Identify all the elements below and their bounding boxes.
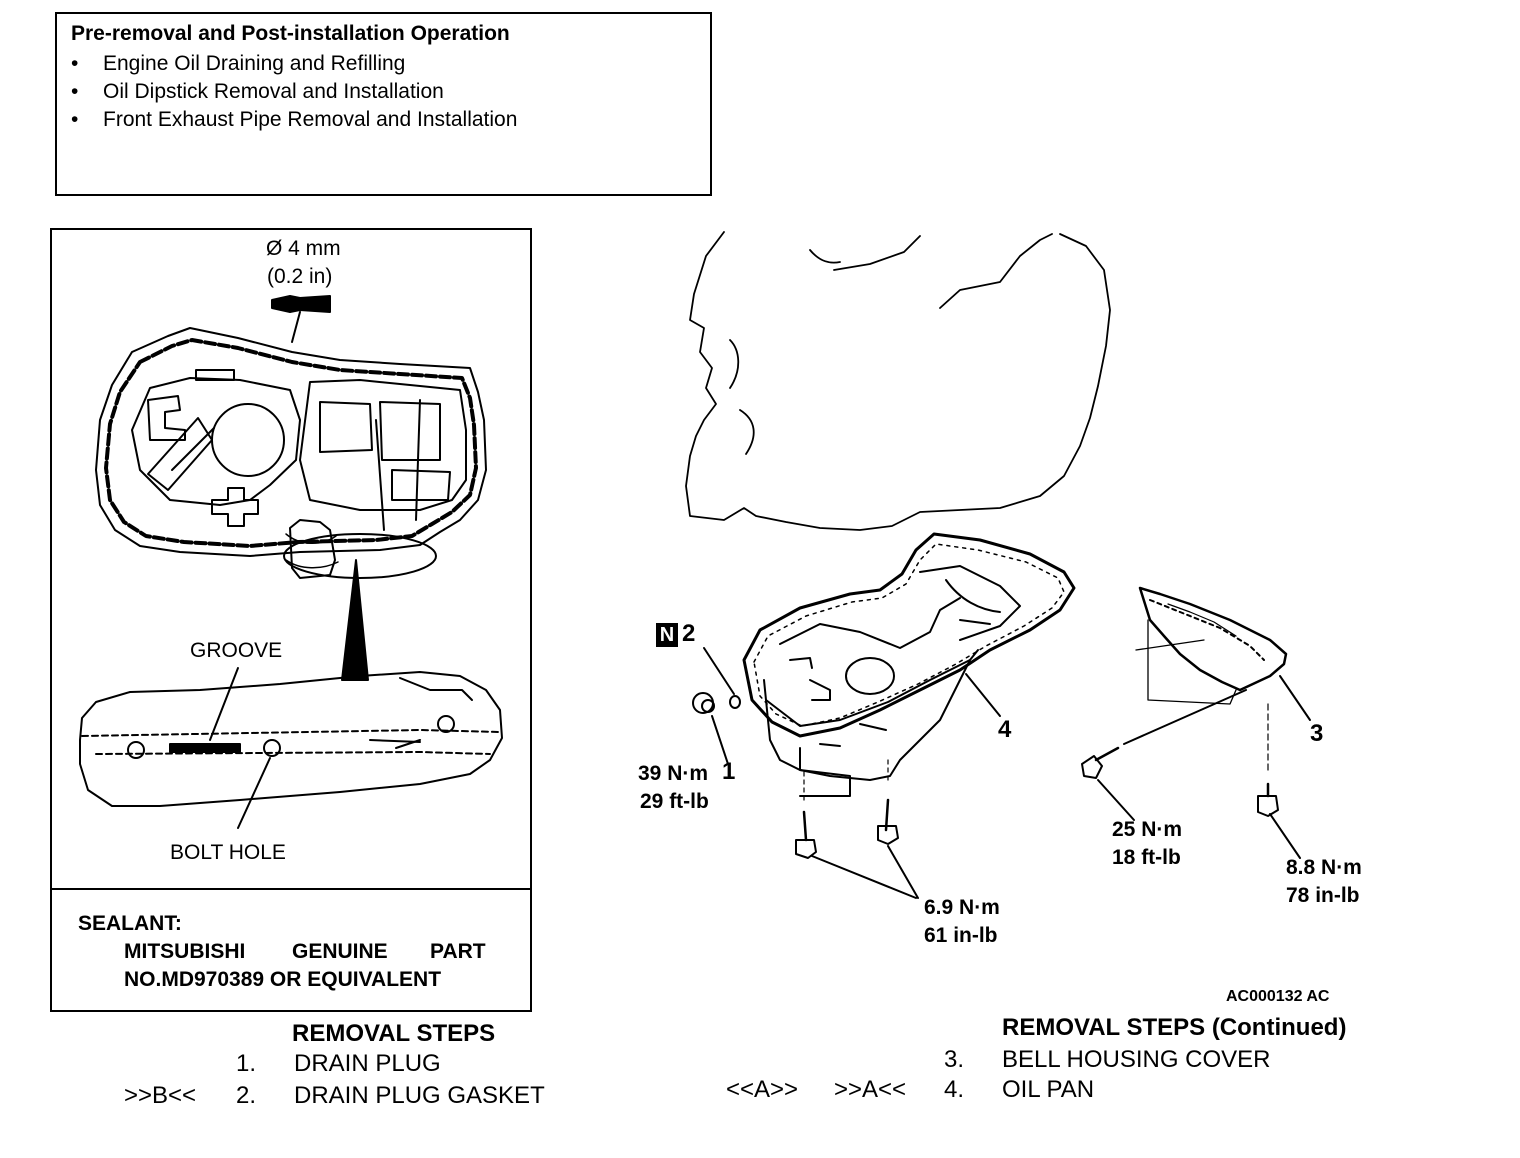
flange-cross-section: [79, 671, 503, 807]
sealant-title: SEALANT:: [78, 912, 182, 935]
groove-leader: [209, 667, 239, 741]
bullet-icon: •: [71, 108, 79, 131]
removal-steps-title: REMOVAL STEPS: [292, 1020, 496, 1047]
torque-leader: [1097, 779, 1135, 821]
engine-block-outline: [685, 231, 1111, 531]
sealant-detail-box: [50, 228, 532, 1012]
part-3-callout: 3: [1310, 720, 1324, 747]
leader-line: [291, 311, 301, 343]
list-item: •Front Exhaust Pipe Removal and Installa…: [71, 106, 517, 134]
torque-leader: [1269, 813, 1301, 859]
bead-diameter-in-label: (0.2 in): [267, 265, 333, 288]
pre-operation-title: Pre-removal and Post-installation Operat…: [71, 22, 510, 45]
drain-torque-nm: 39 N·m: [638, 762, 709, 785]
torque-leader: [811, 845, 919, 899]
bullet-icon: •: [71, 52, 79, 75]
cover-torque-inlb: 78 in-lb: [1286, 884, 1360, 907]
pan-bolt-icon: [795, 798, 899, 859]
step-4-removal-reference: >>A<<: [834, 1076, 907, 1103]
step-1-name: DRAIN PLUG: [294, 1050, 441, 1077]
pre-operation-box: Pre-removal and Post-installation Operat…: [55, 12, 712, 196]
bell-bolt-icon: [1081, 746, 1120, 779]
step-4-number: 4.: [944, 1076, 965, 1103]
groove-label: GROOVE: [190, 639, 283, 662]
sealant-part-number: NO.MD970389 OR EQUIVALENT: [124, 968, 442, 991]
bullet-icon: •: [71, 80, 79, 103]
sealant-tube-icon: [271, 295, 331, 313]
sealant-word-1: MITSUBISHI: [124, 940, 246, 963]
figure-code: AC000132 AC: [1226, 988, 1330, 1005]
divider: [52, 888, 530, 890]
list-item: •Engine Oil Draining and Refilling: [71, 50, 517, 78]
step-4-install-reference: <<A>>: [726, 1076, 799, 1103]
bolt-hole-leader: [237, 757, 271, 829]
pan-torque-inlb: 61 in-lb: [924, 924, 998, 947]
bell-torque-ftlb: 18 ft-lb: [1112, 846, 1181, 869]
cover-bolt-icon: [1257, 782, 1279, 817]
oil-pan-top-view: [95, 327, 487, 579]
removal-steps-continued-title: REMOVAL STEPS (Continued): [1002, 1014, 1347, 1041]
pan-torque-nm: 6.9 N·m: [924, 896, 1000, 919]
leader-line: [703, 647, 735, 695]
sealant-word-2: GENUINE: [292, 940, 388, 963]
pre-operation-list: •Engine Oil Draining and Refilling •Oil …: [71, 50, 517, 134]
drain-torque-ftlb: 29 ft-lb: [640, 790, 709, 813]
oil-pan-iso: [742, 532, 1076, 797]
bell-torque-nm: 25 N·m: [1112, 818, 1183, 841]
step-2-reference: >>B<<: [124, 1082, 197, 1109]
leader-line: [1123, 689, 1247, 745]
step-2-number: 2.: [236, 1082, 257, 1109]
part-4-callout: 4: [998, 716, 1012, 743]
detail-arrow-icon: [341, 559, 369, 681]
cover-torque-nm: 8.8 N·m: [1286, 856, 1362, 879]
step-3-number: 3.: [944, 1046, 965, 1073]
drain-plug-gasket-icon: [729, 695, 741, 709]
bead-diameter-label: Ø 4 mm: [266, 237, 341, 260]
leader-line: [803, 759, 889, 801]
step-1-number: 1.: [236, 1050, 257, 1077]
step-2-name: DRAIN PLUG GASKET: [294, 1082, 545, 1109]
leader-line: [711, 715, 729, 765]
leader-line: [1279, 675, 1311, 721]
bolt-hole-label: BOLT HOLE: [170, 841, 286, 864]
part-1-callout: 1: [722, 758, 736, 785]
bell-housing-cover: [1135, 586, 1288, 705]
sealant-word-3: PART: [430, 940, 486, 963]
drain-plug-icon: [692, 692, 715, 714]
list-item: •Oil Dipstick Removal and Installation: [71, 78, 517, 106]
leader-line: [965, 673, 1001, 717]
step-4-name: OIL PAN: [1002, 1076, 1095, 1103]
step-3-name: BELL HOUSING COVER: [1002, 1046, 1271, 1073]
new-part-badge: N: [656, 623, 678, 647]
